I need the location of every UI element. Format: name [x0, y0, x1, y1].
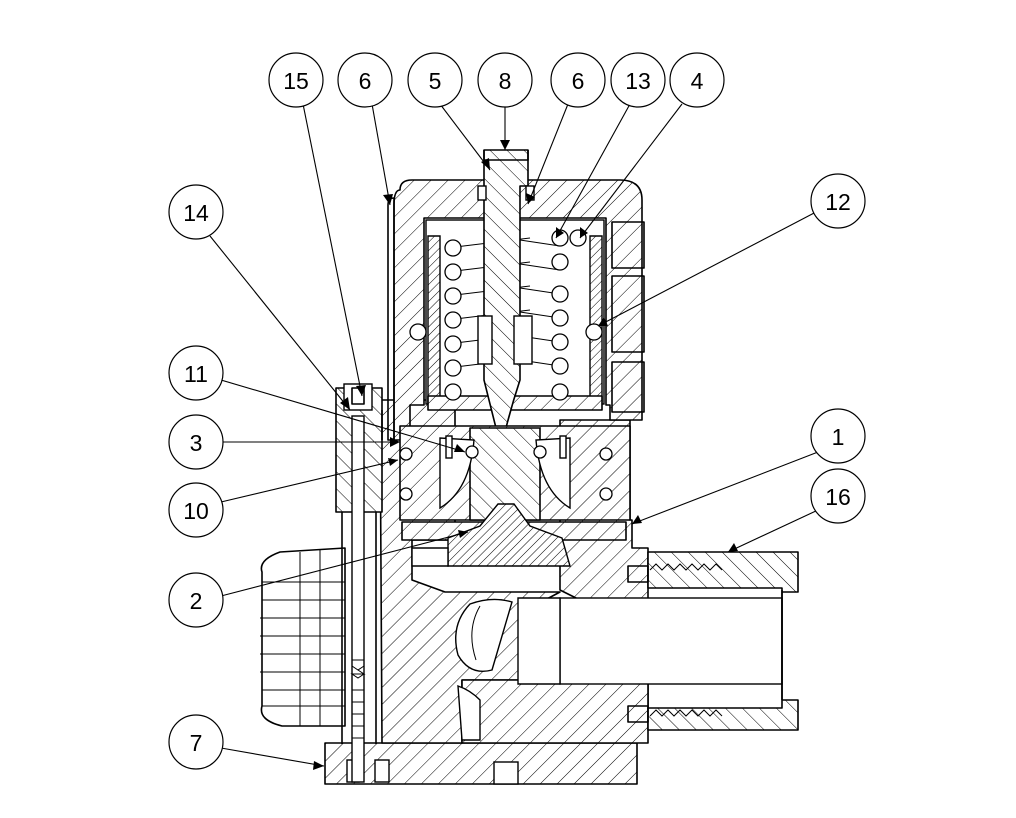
callout-10-label: 10: [183, 498, 209, 524]
callout-12-label: 12: [825, 189, 851, 215]
callout-13: 13: [610, 52, 666, 108]
knurled-knob: [260, 547, 346, 727]
callout-8: 8: [477, 52, 533, 108]
disc-seal: [401, 503, 627, 567]
callout-15-label: 15: [283, 68, 309, 94]
callout-14-label: 14: [183, 200, 209, 226]
long-screw: [335, 383, 383, 783]
callout-5-label: 5: [429, 68, 442, 94]
leader-lines: [209, 103, 819, 770]
callout-13-label: 13: [625, 68, 651, 94]
callout-16-label: 16: [825, 484, 851, 510]
callout-4-label: 4: [691, 68, 704, 94]
callout-6a-label: 6: [359, 68, 372, 94]
callout-2: 2: [168, 572, 224, 628]
callout-7-label: 7: [190, 730, 203, 756]
callout-3: 3: [168, 414, 224, 470]
callout-11: 11: [168, 345, 224, 401]
callout-12: 12: [810, 173, 866, 229]
callouts: 15 6 5 8 6 13 4 14: [168, 52, 866, 770]
callout-6-left: 6: [337, 52, 393, 108]
callout-1: 1: [810, 408, 866, 464]
callout-3-label: 3: [190, 430, 203, 456]
callout-8-label: 8: [499, 68, 512, 94]
callout-2-label: 2: [190, 588, 203, 614]
spring-housing: [387, 179, 645, 441]
callout-7: 7: [168, 714, 224, 770]
callout-5: 5: [407, 52, 463, 108]
outlet-fitting: [627, 551, 799, 731]
base-plate: [324, 742, 638, 785]
callout-6-right: 6: [550, 52, 606, 108]
callout-6b-label: 6: [572, 68, 585, 94]
callout-15: 15: [268, 52, 324, 108]
callout-4: 4: [669, 52, 725, 108]
callout-14: 14: [168, 184, 224, 240]
callout-10: 10: [168, 482, 224, 538]
spring-coils: [409, 229, 603, 401]
callout-16: 16: [810, 468, 866, 524]
callout-11-label: 11: [184, 361, 208, 387]
callout-1-label: 1: [832, 424, 845, 450]
